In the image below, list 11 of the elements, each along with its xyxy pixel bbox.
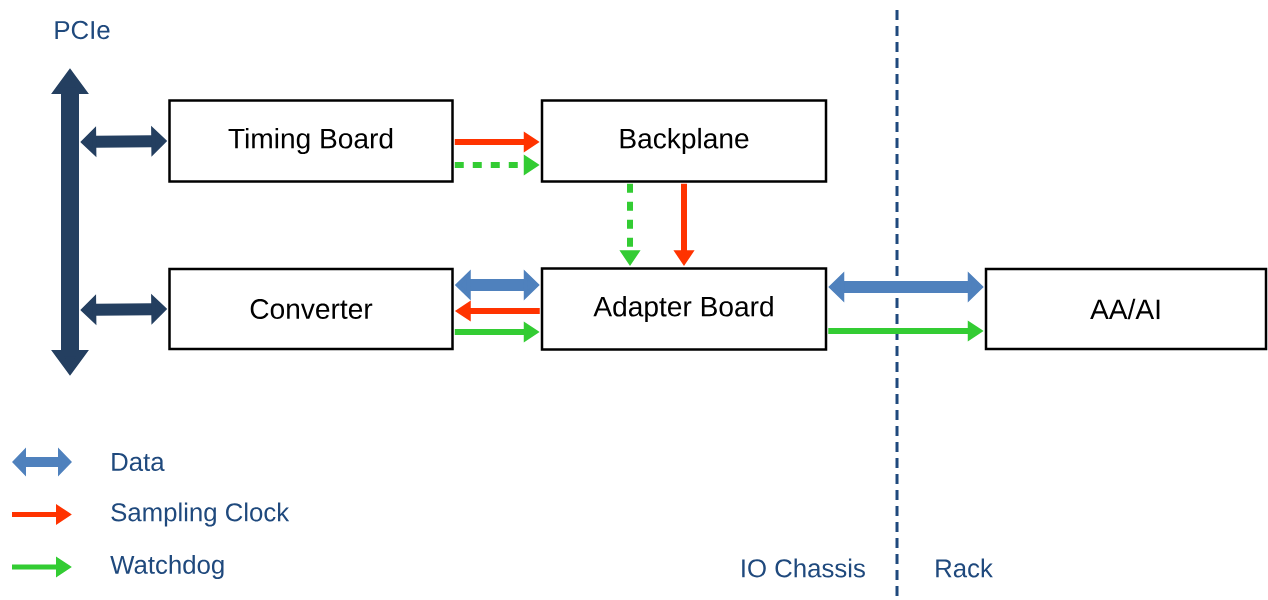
legend-label: Sampling Clock [111,502,290,527]
legend-label: Data [112,453,165,471]
block-box: Timing Board [168,99,454,183]
block-box: Converter [168,267,454,351]
region-label: Rack [936,558,993,578]
legend-label: Watchdog [110,555,224,579]
block-box: Adapter Board [540,267,828,351]
region-label: IO Chassis [742,558,865,578]
block-box: AA/AI [984,267,1268,351]
block-box: Backplane [540,99,828,183]
node-label: PCIe [55,20,110,40]
